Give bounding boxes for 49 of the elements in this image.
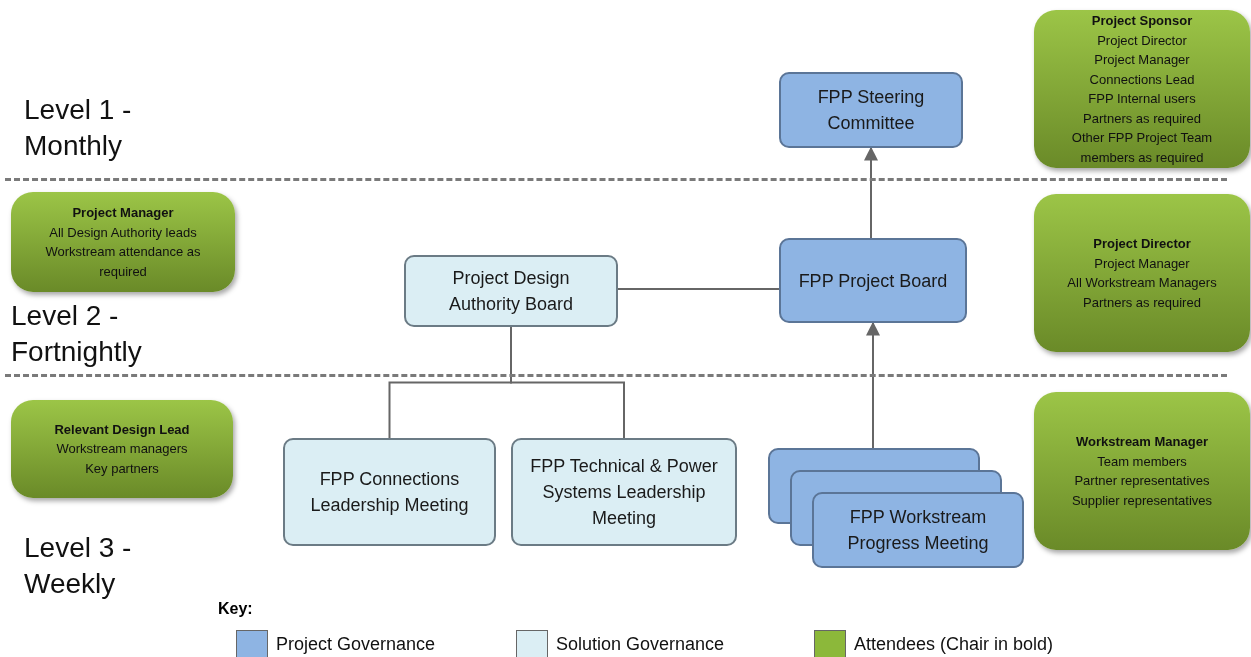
attendee-line: Key partners [85, 459, 159, 478]
attendee-line: Partner representatives [1074, 472, 1210, 490]
meeting-title: FPP Steering Committee [816, 86, 926, 135]
governance-box [404, 255, 618, 327]
key-heading: Key: [218, 600, 254, 618]
governance-box [283, 438, 496, 546]
chair-name: Project Manager [72, 204, 174, 222]
governance-box [779, 238, 967, 323]
level-label: Level 3 - Weekly [24, 531, 133, 601]
governance-box [511, 438, 737, 546]
attendee-line: Project Director [1097, 31, 1187, 50]
connector-line [617, 288, 780, 290]
attendee-line: All Workstream Managers [1067, 274, 1217, 292]
attendee-line: Workstream attendance as required [44, 243, 202, 281]
attendee-line: Connections Lead [1089, 70, 1195, 89]
attendee-line: Partners as required [1083, 109, 1201, 128]
level-label: Level 2 - Fortnightly [11, 299, 143, 369]
arrow [864, 146, 878, 239]
attendee-box [1034, 194, 1250, 352]
attendee-line: All Design Authority leads [49, 223, 197, 242]
chair-name: Project Sponsor [1091, 12, 1193, 30]
chair-name: Relevant Design Lead [54, 420, 190, 439]
meeting-title: FPP Connections Leadership Meeting [309, 468, 470, 517]
attendee-line: Other FPP Project Team members as required [1070, 129, 1214, 167]
attendee-box [1034, 10, 1250, 168]
attendee-line: Partners as required [1083, 293, 1201, 312]
legend-label: Project Governance [276, 633, 436, 655]
meeting-title: FPP Workstream Progress Meeting [846, 506, 990, 555]
stacked-meeting-boxes [768, 448, 1024, 568]
legend-label: Attendees (Chair in bold) [854, 633, 1054, 655]
attendee-line: Project Manager [1094, 254, 1190, 273]
meeting-title: FPP Project Board [798, 269, 948, 293]
chair-name: Project Director [1093, 235, 1191, 253]
attendee-line: Project Manager [1094, 51, 1190, 69]
attendee-box [11, 400, 233, 498]
attendee-box [11, 192, 235, 292]
connector-line [510, 326, 625, 439]
meeting-title: FPP Technical & Power Systems Leadership Meeting [529, 455, 719, 530]
attendee-box [1034, 392, 1250, 550]
attendee-line: Supplier representatives [1071, 491, 1213, 510]
chair-name: Workstream Manager [1076, 433, 1208, 451]
attendee-line: Workstream managers [56, 440, 188, 459]
attendee-line: Team members [1097, 452, 1187, 471]
meeting-title: Project Design Authority Board [447, 267, 575, 316]
attendee-line: FPP Internal users [1088, 90, 1196, 108]
level-label: Level 1 - Monthly [24, 93, 133, 163]
legend-label: Solution Governance [556, 633, 725, 655]
governance-box [779, 72, 963, 148]
arrow [866, 321, 880, 449]
